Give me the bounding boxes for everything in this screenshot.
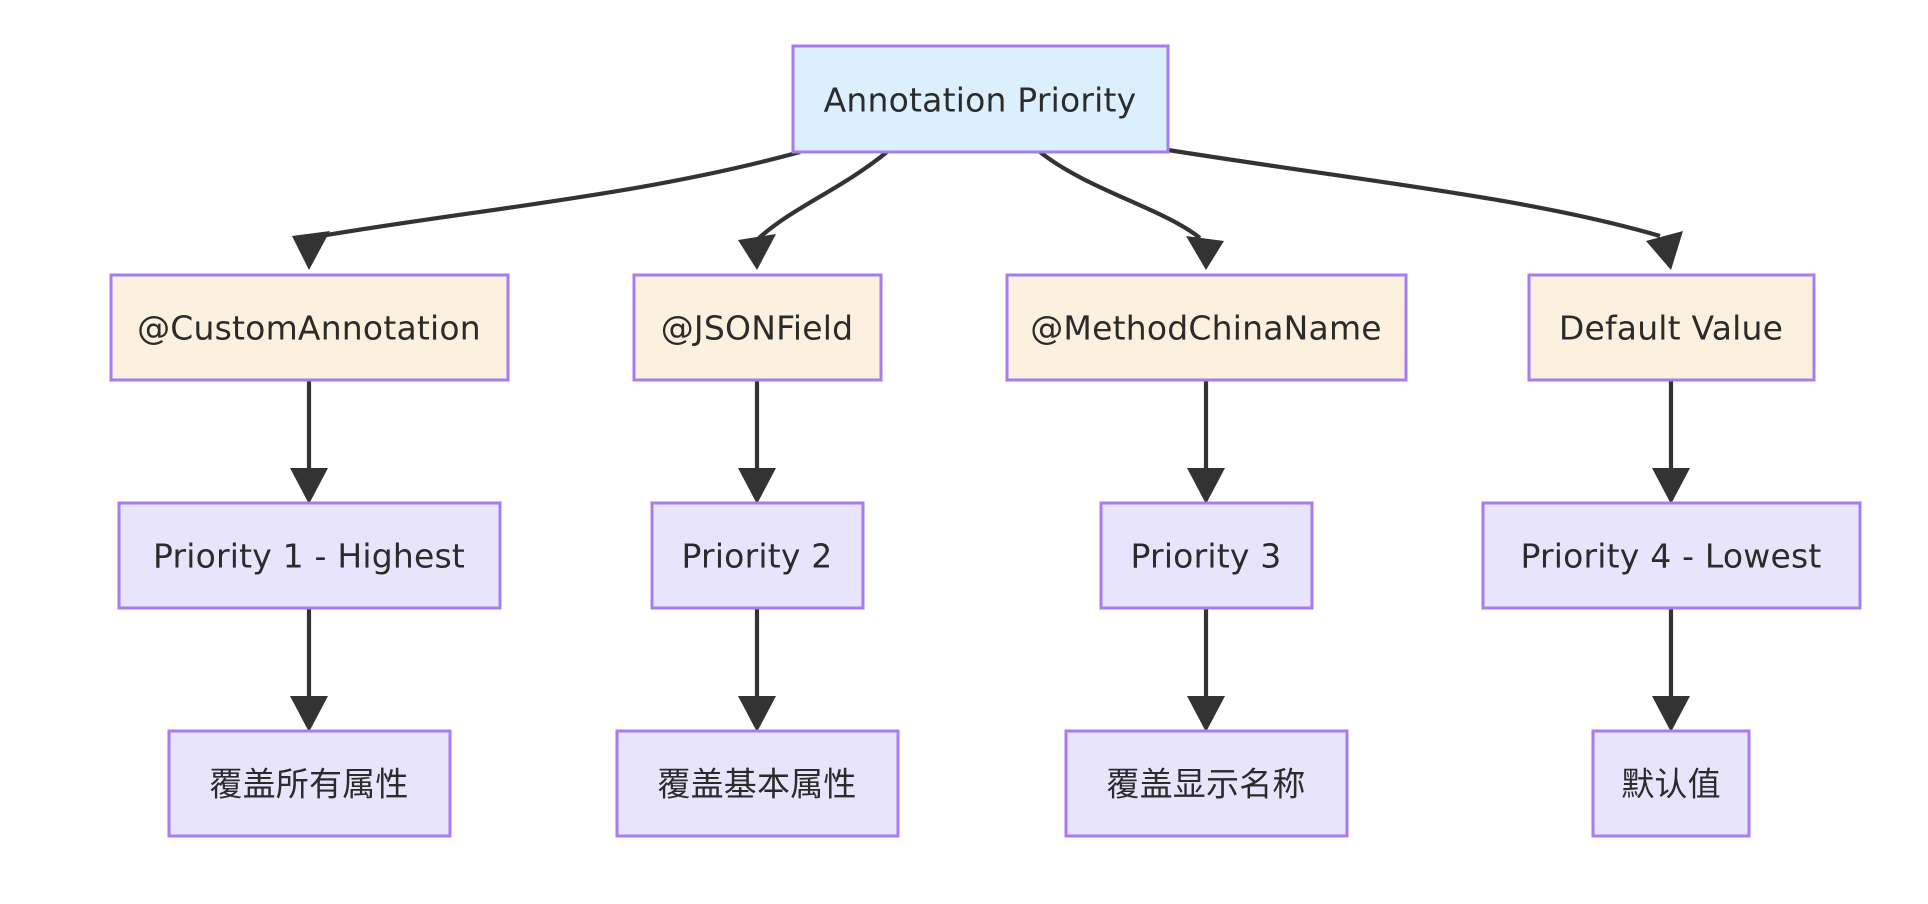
node-label: Priority 1 - Highest bbox=[153, 537, 465, 576]
node-label: 覆盖基本属性 bbox=[657, 765, 856, 804]
node-override-all-attributes[interactable]: 覆盖所有属性 bbox=[167, 729, 452, 838]
node-default-value-result[interactable]: 默认值 bbox=[1591, 729, 1751, 838]
arrow-head-icon bbox=[738, 468, 776, 504]
arrow-head-icon bbox=[1187, 696, 1225, 732]
arrow-head-icon bbox=[1646, 231, 1683, 270]
arrow-head-icon bbox=[738, 234, 776, 270]
arrow-head-icon bbox=[1652, 468, 1690, 504]
arrow-head-icon bbox=[1652, 696, 1690, 732]
edge-priority-2-to-override-basic-attributes bbox=[738, 608, 776, 732]
node-label: Priority 4 - Lowest bbox=[1520, 537, 1821, 576]
node-box[interactable] bbox=[1099, 501, 1314, 610]
edge-root-to-method-china-name bbox=[1038, 150, 1224, 270]
node-box[interactable] bbox=[615, 729, 900, 838]
node-box[interactable] bbox=[167, 729, 452, 838]
node-method-china-name[interactable]: @MethodChinaName bbox=[1005, 273, 1408, 382]
node-override-basic-attributes[interactable]: 覆盖基本属性 bbox=[615, 729, 900, 838]
node-label: Priority 2 bbox=[682, 537, 833, 576]
node-priority-2[interactable]: Priority 2 bbox=[650, 501, 865, 610]
arrow-head-icon bbox=[1186, 236, 1224, 270]
arrow-head-icon bbox=[1187, 468, 1225, 504]
edge-priority-1-to-override-all-attributes bbox=[290, 608, 328, 732]
node-priority-3[interactable]: Priority 3 bbox=[1099, 501, 1314, 610]
node-box[interactable] bbox=[1591, 729, 1751, 838]
edge-priority-4-to-default-value-result bbox=[1652, 608, 1690, 732]
edge-root-to-jsonfield bbox=[738, 150, 889, 270]
edge-path bbox=[1038, 150, 1202, 240]
node-label: Default Value bbox=[1559, 309, 1783, 348]
node-box[interactable] bbox=[1481, 501, 1862, 610]
node-jsonfield[interactable]: @JSONField bbox=[632, 273, 883, 382]
arrow-head-icon bbox=[290, 696, 328, 732]
node-priority-4[interactable]: Priority 4 - Lowest bbox=[1481, 501, 1862, 610]
edge-group-annotations-to-priorities bbox=[290, 380, 1690, 504]
node-override-display-name[interactable]: 覆盖显示名称 bbox=[1064, 729, 1349, 838]
node-box[interactable] bbox=[109, 273, 510, 382]
node-box[interactable] bbox=[1527, 273, 1816, 382]
edge-root-to-default-value bbox=[1167, 147, 1683, 270]
node-label: @CustomAnnotation bbox=[137, 309, 481, 348]
node-box[interactable] bbox=[1064, 729, 1349, 838]
edge-root-to-custom-annotation bbox=[292, 149, 801, 270]
edge-custom-annotation-to-priority-1 bbox=[290, 380, 328, 504]
node-annotation-priority[interactable]: Annotation Priority bbox=[791, 44, 1170, 154]
edge-default-value-to-priority-4 bbox=[1652, 380, 1690, 504]
node-label: 默认值 bbox=[1621, 765, 1721, 804]
node-default-value[interactable]: Default Value bbox=[1527, 273, 1816, 382]
arrow-head-icon bbox=[738, 696, 776, 732]
node-box[interactable] bbox=[632, 273, 883, 382]
arrow-head-icon bbox=[292, 231, 330, 270]
node-label: @MethodChinaName bbox=[1030, 309, 1382, 348]
edge-priority-3-to-override-display-name bbox=[1187, 608, 1225, 732]
edge-group-root-to-annotations bbox=[292, 147, 1683, 270]
node-box[interactable] bbox=[1005, 273, 1408, 382]
node-label: Annotation Priority bbox=[824, 81, 1137, 120]
edge-path bbox=[308, 149, 801, 241]
node-box[interactable] bbox=[791, 44, 1170, 154]
node-priority-1[interactable]: Priority 1 - Highest bbox=[117, 501, 502, 610]
edge-group-priorities-to-results bbox=[290, 608, 1690, 732]
edge-path bbox=[757, 150, 889, 240]
edge-jsonfield-to-priority-2 bbox=[738, 380, 776, 504]
arrow-head-icon bbox=[290, 468, 328, 504]
node-box[interactable] bbox=[117, 501, 502, 610]
node-label: Priority 3 bbox=[1131, 537, 1282, 576]
node-custom-annotation[interactable]: @CustomAnnotation bbox=[109, 273, 510, 382]
node-box[interactable] bbox=[650, 501, 865, 610]
edge-path bbox=[1167, 147, 1661, 239]
node-label: 覆盖所有属性 bbox=[209, 765, 408, 804]
node-label: @JSONField bbox=[661, 309, 854, 348]
edge-method-china-name-to-priority-3 bbox=[1187, 380, 1225, 504]
node-label: 覆盖显示名称 bbox=[1106, 765, 1305, 804]
